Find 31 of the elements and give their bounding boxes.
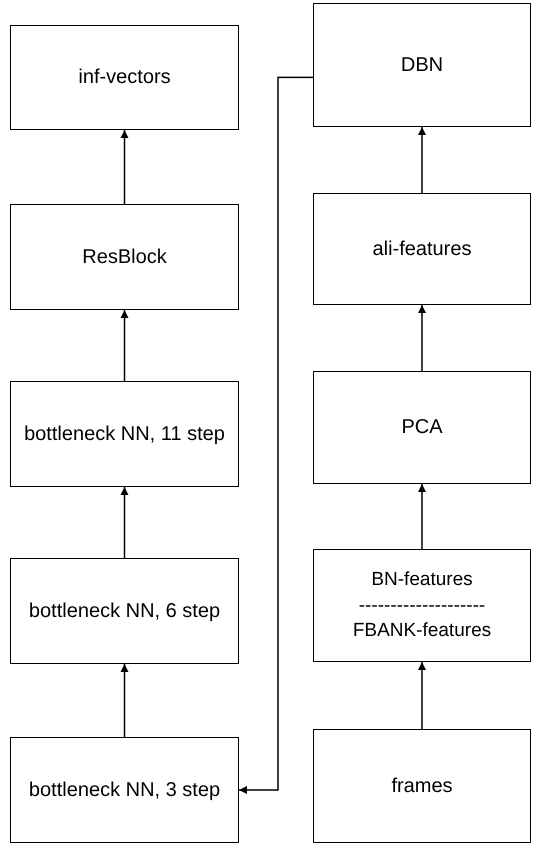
box-label: BN-features xyxy=(371,568,473,592)
arrow xyxy=(418,484,426,549)
arrow xyxy=(120,310,128,381)
arrow xyxy=(418,662,426,729)
process-box xyxy=(313,371,531,484)
box-label: PCA xyxy=(401,415,443,440)
process-box xyxy=(10,381,239,487)
process-box xyxy=(10,204,239,310)
arrow xyxy=(239,76,313,794)
box-label: DBN xyxy=(400,52,444,78)
arrow xyxy=(120,487,128,558)
dashed-separator: -------------------- xyxy=(358,594,486,618)
box-label: bottleneck NN, 11 step xyxy=(24,422,225,446)
box-label: ResBlock xyxy=(82,244,167,270)
box-label: inf-vectors xyxy=(78,65,171,90)
process-box xyxy=(10,25,239,130)
arrow xyxy=(418,305,426,371)
box-label: FBANK-features xyxy=(352,619,492,644)
box-label: bottleneck NN, 6 step xyxy=(28,598,220,624)
arrow xyxy=(120,664,128,737)
process-box xyxy=(313,549,531,662)
box-label: bottleneck NN, 3 step xyxy=(28,778,220,802)
arrow xyxy=(418,127,426,193)
box-label: frames xyxy=(391,774,453,798)
process-box xyxy=(313,729,531,843)
process-box xyxy=(313,3,531,127)
process-box xyxy=(10,737,239,843)
process-box xyxy=(10,558,239,664)
box-label: ali-features xyxy=(372,236,472,262)
arrow xyxy=(120,130,128,204)
process-box xyxy=(313,193,531,305)
